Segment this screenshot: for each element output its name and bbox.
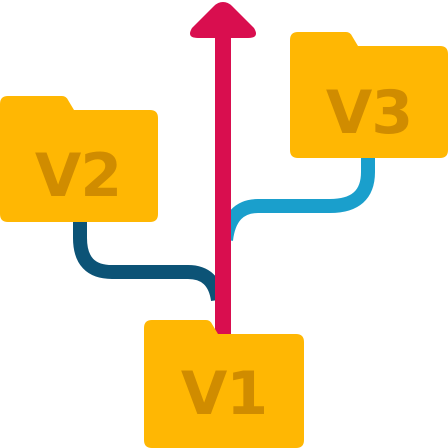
branch-v3-connector (219, 158, 375, 242)
branch-v2-connector (73, 222, 225, 302)
folder-v3: V3 (290, 32, 448, 158)
folder-v1: V1 (144, 320, 304, 448)
arrow-shaft (215, 34, 231, 338)
arrow-head (190, 2, 256, 38)
folder-v2-label: V2 (35, 141, 121, 211)
folder-icon (0, 96, 158, 222)
folder-icon (290, 32, 448, 158)
folder-v1-label: V1 (181, 359, 267, 429)
folder-icon (144, 320, 304, 448)
upward-arrow-icon (190, 2, 256, 338)
folder-v3-label: V3 (326, 78, 412, 148)
folder-v2: V2 (0, 96, 158, 222)
